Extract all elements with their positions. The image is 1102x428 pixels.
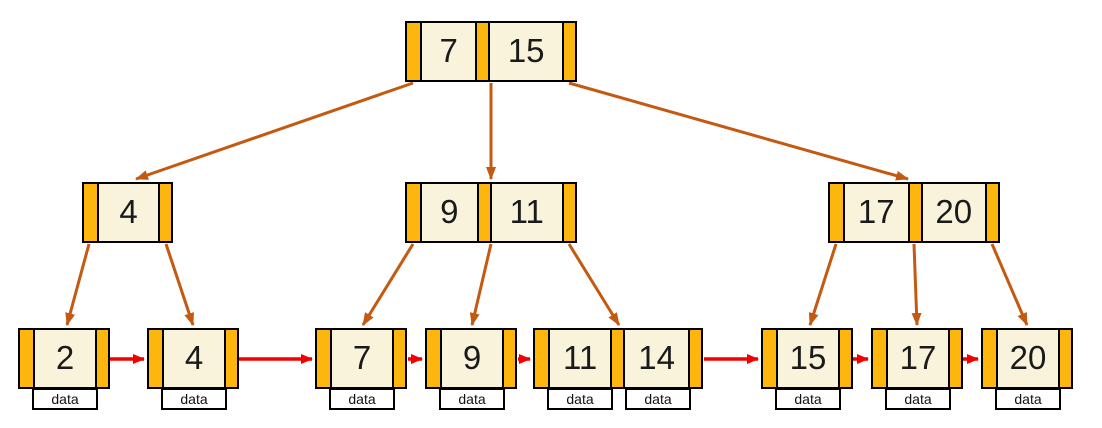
tree-edge-arrow [164, 243, 195, 326]
tree-edge-arrow [469, 243, 493, 326]
pointer-slot [907, 184, 921, 241]
internal-node-9-11: 9 11 [405, 182, 577, 243]
key-cell: 20 [996, 330, 1058, 387]
pointer-slot [610, 330, 624, 387]
pointer-slot [84, 184, 97, 241]
data-box: data [625, 388, 691, 410]
key-cell: 20 [920, 184, 985, 241]
pointer-slot [476, 184, 490, 241]
pointer-slot [1058, 330, 1071, 387]
pointer-slot [983, 330, 996, 387]
pointer-slot [562, 184, 575, 241]
key-cell: 2 [33, 330, 95, 387]
key-cell: 11 [548, 330, 611, 387]
leaf-node-20: 20 [981, 328, 1073, 389]
internal-node-17-20: 17 20 [828, 182, 1000, 243]
key-cell: 7 [420, 23, 476, 80]
tree-edge-arrow [911, 243, 922, 326]
data-box: data [329, 388, 395, 410]
pointer-slot [535, 330, 548, 387]
key-cell: 15 [488, 23, 563, 80]
leaf-node-7: 7 [315, 328, 407, 389]
pointer-slot [948, 330, 961, 387]
pointer-slot [224, 330, 237, 387]
leaf-node-15: 15 [761, 328, 853, 389]
leaf-node-17: 17 [871, 328, 963, 389]
leaf-node-11-14: 11 14 [533, 328, 703, 389]
key-cell: 4 [97, 184, 158, 241]
data-box: data [995, 388, 1061, 410]
key-cell: 15 [776, 330, 838, 387]
internal-node-4: 4 [82, 182, 173, 243]
leaf-node-9: 9 [425, 328, 517, 389]
pointer-slot [873, 330, 886, 387]
pointer-slot [502, 330, 515, 387]
data-box: data [32, 388, 98, 410]
tree-edge-arrow [65, 243, 91, 326]
key-cell: 7 [330, 330, 392, 387]
pointer-slot [562, 23, 576, 80]
tree-edge-arrow [567, 243, 621, 326]
tree-edge-arrow [808, 243, 838, 326]
data-box: data [547, 388, 613, 410]
pointer-slot [688, 330, 702, 387]
pointer-slot [427, 330, 440, 387]
tree-edge-arrow [135, 81, 414, 181]
key-cell: 9 [440, 330, 502, 387]
pointer-slot [985, 184, 998, 241]
key-cell: 4 [162, 330, 224, 387]
pointer-slot [158, 184, 171, 241]
pointer-slot [407, 184, 420, 241]
leaf-node-4: 4 [147, 328, 239, 389]
data-box: data [439, 388, 505, 410]
pointer-slot [763, 330, 776, 387]
tree-edge-arrow [568, 81, 909, 181]
pointer-slot [317, 330, 330, 387]
pointer-slot [830, 184, 843, 241]
pointer-slot [475, 23, 489, 80]
key-cell: 17 [886, 330, 948, 387]
key-cell: 9 [420, 184, 477, 241]
key-cell: 14 [623, 330, 689, 387]
pointer-slot [149, 330, 162, 387]
pointer-slot [95, 330, 108, 387]
pointer-slot [407, 23, 420, 80]
data-box: data [885, 388, 951, 410]
key-cell: 17 [843, 184, 908, 241]
root-node: 7 15 [405, 21, 577, 82]
tree-edge-arrow [361, 243, 415, 326]
key-cell: 11 [489, 184, 562, 241]
tree-edge-arrow [990, 243, 1029, 326]
data-box: data [161, 388, 227, 410]
data-box: data [775, 388, 841, 410]
pointer-slot [838, 330, 851, 387]
pointer-slot [20, 330, 33, 387]
leaf-node-2: 2 [18, 328, 110, 389]
pointer-slot [392, 330, 405, 387]
